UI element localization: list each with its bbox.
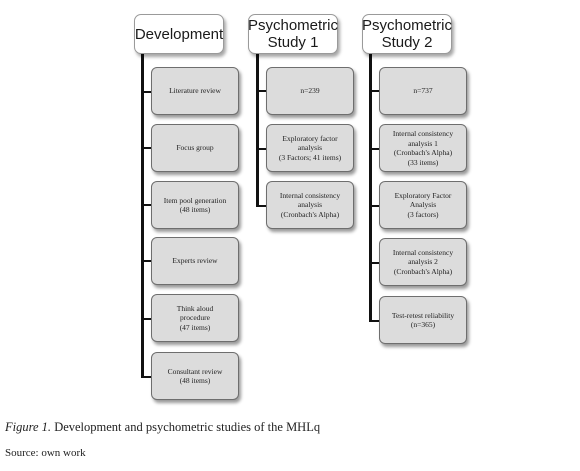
study2-title-line1: Psychometric bbox=[361, 17, 453, 34]
node-text: Focus group bbox=[176, 143, 214, 153]
node-text: Analysis bbox=[409, 200, 437, 210]
node-text: (48 items) bbox=[179, 376, 211, 385]
connector-dev-2 bbox=[141, 147, 151, 149]
study1-internal-consistency-box: Internal consistency analysis (Cronbach'… bbox=[266, 181, 354, 229]
connector-s2-4 bbox=[369, 262, 379, 264]
study2-efa-box: Exploratory Factor Analysis (3 factors) bbox=[379, 181, 467, 229]
node-text: analysis bbox=[297, 200, 323, 210]
node-text: n=737 bbox=[413, 86, 433, 96]
node-text: Consultant review bbox=[167, 366, 223, 376]
study1-spine-line bbox=[256, 54, 259, 207]
experts-review-box: Experts review bbox=[151, 237, 239, 285]
node-text: analysis 2 bbox=[408, 257, 438, 267]
focus-group-box: Focus group bbox=[151, 124, 239, 172]
node-text: (Cronbach's Alpha) bbox=[393, 148, 453, 157]
connector-s1-3 bbox=[256, 205, 266, 207]
node-text: (Cronbach's Alpha) bbox=[393, 266, 453, 276]
connector-dev-3 bbox=[141, 204, 151, 206]
node-text: Exploratory factor bbox=[282, 133, 338, 143]
development-title: Development bbox=[134, 25, 224, 43]
connector-s2-2 bbox=[369, 148, 379, 150]
think-aloud-procedure-box: Think aloud procedure (47 items) bbox=[151, 294, 239, 342]
node-text: (Cronbach's Alpha) bbox=[280, 209, 340, 219]
item-pool-generation-box: Item pool generation (48 items) bbox=[151, 181, 239, 229]
consultant-review-box: Consultant review (48 items) bbox=[151, 352, 239, 400]
node-text: Internal consistency bbox=[392, 247, 454, 257]
figure-caption-text: Development and psychometric studies of … bbox=[51, 420, 321, 434]
node-text: Test-retest reliability bbox=[391, 310, 455, 320]
connector-dev-4 bbox=[141, 260, 151, 262]
node-text: Internal consistency bbox=[392, 129, 454, 138]
study2-internal-consistency-2-box: Internal consistency analysis 2 (Cronbac… bbox=[379, 238, 467, 286]
figure-label: Figure 1. bbox=[5, 420, 52, 434]
node-text: Experts review bbox=[172, 256, 218, 266]
study2-title-line2: Study 2 bbox=[381, 34, 433, 51]
connector-dev-6 bbox=[141, 376, 151, 378]
node-text: Think aloud bbox=[176, 303, 214, 313]
development-spine-line bbox=[141, 54, 144, 377]
node-text: Item pool generation bbox=[163, 195, 227, 205]
study2-header: Psychometric Study 2 bbox=[362, 14, 452, 54]
node-text: (3 Factors; 41 items) bbox=[278, 152, 342, 162]
connector-s1-1 bbox=[256, 90, 266, 92]
node-text: Exploratory Factor bbox=[394, 190, 452, 200]
source-note: Source: own work bbox=[5, 447, 86, 459]
development-header: Development bbox=[134, 14, 224, 54]
study2-sample-box: n=737 bbox=[379, 67, 467, 115]
node-text: Literature review bbox=[169, 86, 221, 96]
node-text: (3 factors) bbox=[407, 209, 439, 219]
node-text: (n=365) bbox=[410, 320, 436, 329]
connector-s2-1 bbox=[369, 90, 379, 92]
connector-dev-5 bbox=[141, 318, 151, 320]
node-text: procedure bbox=[180, 313, 210, 323]
study1-title-line2: Study 1 bbox=[267, 34, 319, 51]
study1-header: Psychometric Study 1 bbox=[248, 14, 338, 54]
connector-s2-3 bbox=[369, 205, 379, 207]
node-text: (33 items) bbox=[407, 157, 439, 167]
node-text: Internal consistency bbox=[279, 190, 341, 200]
node-text: analysis bbox=[297, 143, 323, 153]
figure-caption: Figure 1. Development and psychometric s… bbox=[5, 420, 320, 435]
connector-s2-5 bbox=[369, 320, 379, 322]
literature-review-box: Literature review bbox=[151, 67, 239, 115]
node-text: analysis 1 bbox=[408, 138, 438, 148]
node-text: (47 items) bbox=[179, 322, 211, 332]
connector-dev-1 bbox=[141, 91, 151, 93]
study2-spine-line bbox=[369, 54, 372, 321]
node-text: n=239 bbox=[300, 86, 320, 96]
node-text: (48 items) bbox=[179, 205, 211, 214]
study1-sample-box: n=239 bbox=[266, 67, 354, 115]
connector-s1-2 bbox=[256, 148, 266, 150]
study1-title-line1: Psychometric bbox=[247, 17, 339, 34]
study2-test-retest-box: Test-retest reliability (n=365) bbox=[379, 296, 467, 344]
study2-internal-consistency-1-box: Internal consistency analysis 1 (Cronbac… bbox=[379, 124, 467, 172]
study1-efa-box: Exploratory factor analysis (3 Factors; … bbox=[266, 124, 354, 172]
